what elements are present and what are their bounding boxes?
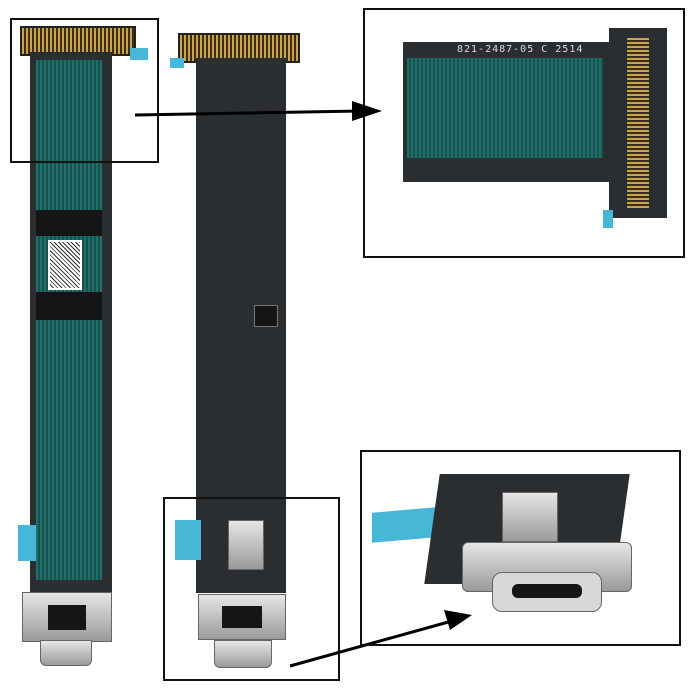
tab xyxy=(18,525,36,561)
tab xyxy=(170,58,184,68)
tab xyxy=(175,520,201,560)
shield-can xyxy=(502,492,558,542)
port xyxy=(48,605,86,630)
band xyxy=(36,210,102,236)
shield xyxy=(36,60,102,580)
port xyxy=(222,606,262,628)
left-cable xyxy=(0,0,160,700)
shield xyxy=(407,58,603,158)
shield-can xyxy=(228,520,264,570)
part-number: 821-2487-05 C 2514 xyxy=(457,44,584,55)
band xyxy=(36,292,102,320)
port-opening xyxy=(512,584,582,598)
tab xyxy=(130,48,148,60)
port-plug xyxy=(214,640,272,668)
port-plug xyxy=(40,640,92,666)
tab xyxy=(603,210,613,228)
detail-box-top: 821-2487-05 C 2514 xyxy=(363,8,685,258)
tab xyxy=(372,507,436,543)
highlight-box-bottom xyxy=(163,497,340,681)
chip xyxy=(254,305,278,327)
connector-pins xyxy=(627,38,649,208)
detail-box-bottom xyxy=(360,450,681,646)
highlight-box-top xyxy=(10,18,159,163)
barcode-label xyxy=(48,240,82,290)
